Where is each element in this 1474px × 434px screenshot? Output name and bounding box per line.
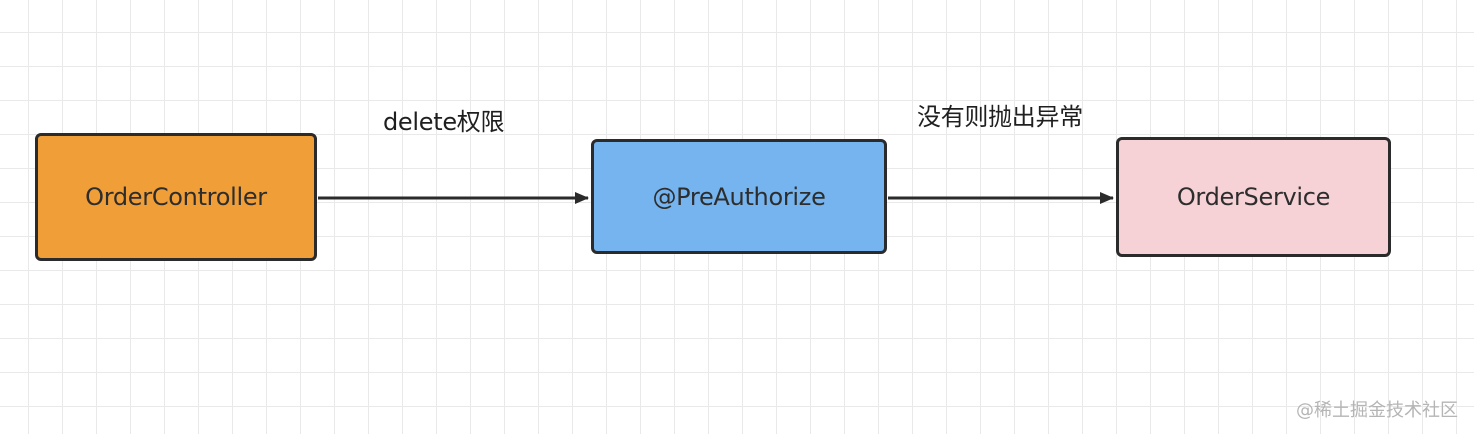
node-order-service[interactable]: OrderService <box>1116 137 1391 257</box>
node-pre-authorize[interactable]: @PreAuthorize <box>591 139 887 254</box>
node-order-controller[interactable]: OrderController <box>35 133 317 261</box>
node-pre-authorize-label: @PreAuthorize <box>652 182 826 211</box>
node-order-controller-label: OrderController <box>85 183 267 211</box>
watermark: @稀土掘金技术社区 <box>1296 400 1458 421</box>
edge-label-delete-permission: delete权限 <box>383 108 505 136</box>
node-order-service-label: OrderService <box>1176 183 1331 211</box>
edge-label-throw-exception: 没有则抛出异常 <box>917 103 1083 131</box>
